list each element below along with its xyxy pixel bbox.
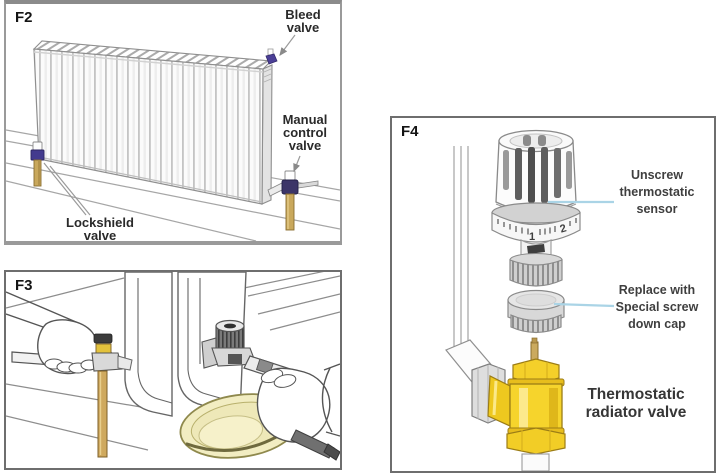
f2-radiator-illustration — [6, 34, 340, 241]
label-line: Lockshield — [66, 215, 134, 230]
panel-f4: 1 2 — [390, 116, 716, 473]
bleed-valve-label: Bleed valve — [258, 8, 348, 34]
label-line: valve — [286, 20, 320, 35]
panel-f2: F2 Bleed valve Manual control valve Lock… — [4, 0, 342, 245]
screw-down-cap — [507, 289, 565, 334]
label-line: Unscrew — [630, 168, 684, 182]
manual-control-valve — [267, 170, 319, 231]
lockshield-valve-label: Lockshield valve — [50, 216, 150, 242]
wall-pipes — [453, 146, 469, 348]
replace-cap-label: Replace with Special screw down cap — [603, 282, 711, 333]
label-line: control — [282, 125, 328, 140]
dial-number-1: 1 — [529, 231, 535, 243]
dial-number-2: 2 — [559, 222, 568, 235]
f3-valve-removal-illustration — [6, 272, 340, 461]
dark-tool-handle — [290, 429, 340, 461]
label-line: Thermostatic — [587, 386, 685, 403]
callout-lines — [43, 34, 301, 216]
label-line: Bleed — [285, 7, 321, 22]
label-line: down cap — [628, 317, 686, 331]
panel-f3: F3 — [4, 270, 342, 470]
thermostatic-radiator-valve-label: Thermostatic radiator valve — [570, 386, 702, 422]
right-hand — [256, 363, 340, 443]
dial-ticks — [497, 218, 577, 235]
lockshield-valve — [30, 141, 45, 187]
sensor-collar — [509, 239, 563, 287]
tail-pipe — [521, 453, 550, 471]
panel-id-f2: F2 — [15, 9, 33, 26]
label-line: Replace with — [618, 283, 696, 297]
label-line: Manual — [282, 112, 328, 127]
panel-id-f4: F4 — [401, 123, 419, 140]
thermostatic-radiator-valve-body — [487, 337, 566, 471]
bleed-valve — [265, 48, 278, 65]
label-line: valve — [288, 138, 322, 153]
label-line: sensor — [636, 202, 678, 216]
dial-ring: 1 2 — [491, 202, 581, 243]
f4-thermostatic-valve-illustration: 1 2 — [445, 129, 615, 471]
blue-callout-lines — [548, 200, 615, 308]
label-line: valve — [83, 228, 117, 243]
label-line: radiator valve — [585, 404, 687, 421]
manual-control-valve-label: Manual control valve — [260, 113, 350, 152]
radiator-front-panel — [33, 48, 264, 205]
radiator — [32, 40, 273, 205]
panel-id-f3: F3 — [15, 277, 33, 294]
label-line: Special screw — [615, 300, 699, 314]
thermostatic-sensor-head — [495, 129, 577, 214]
unscrew-sensor-label: Unscrew thermostatic sensor — [605, 167, 709, 218]
label-line: thermostatic — [619, 185, 695, 199]
left-valve-and-pipe — [91, 333, 133, 458]
